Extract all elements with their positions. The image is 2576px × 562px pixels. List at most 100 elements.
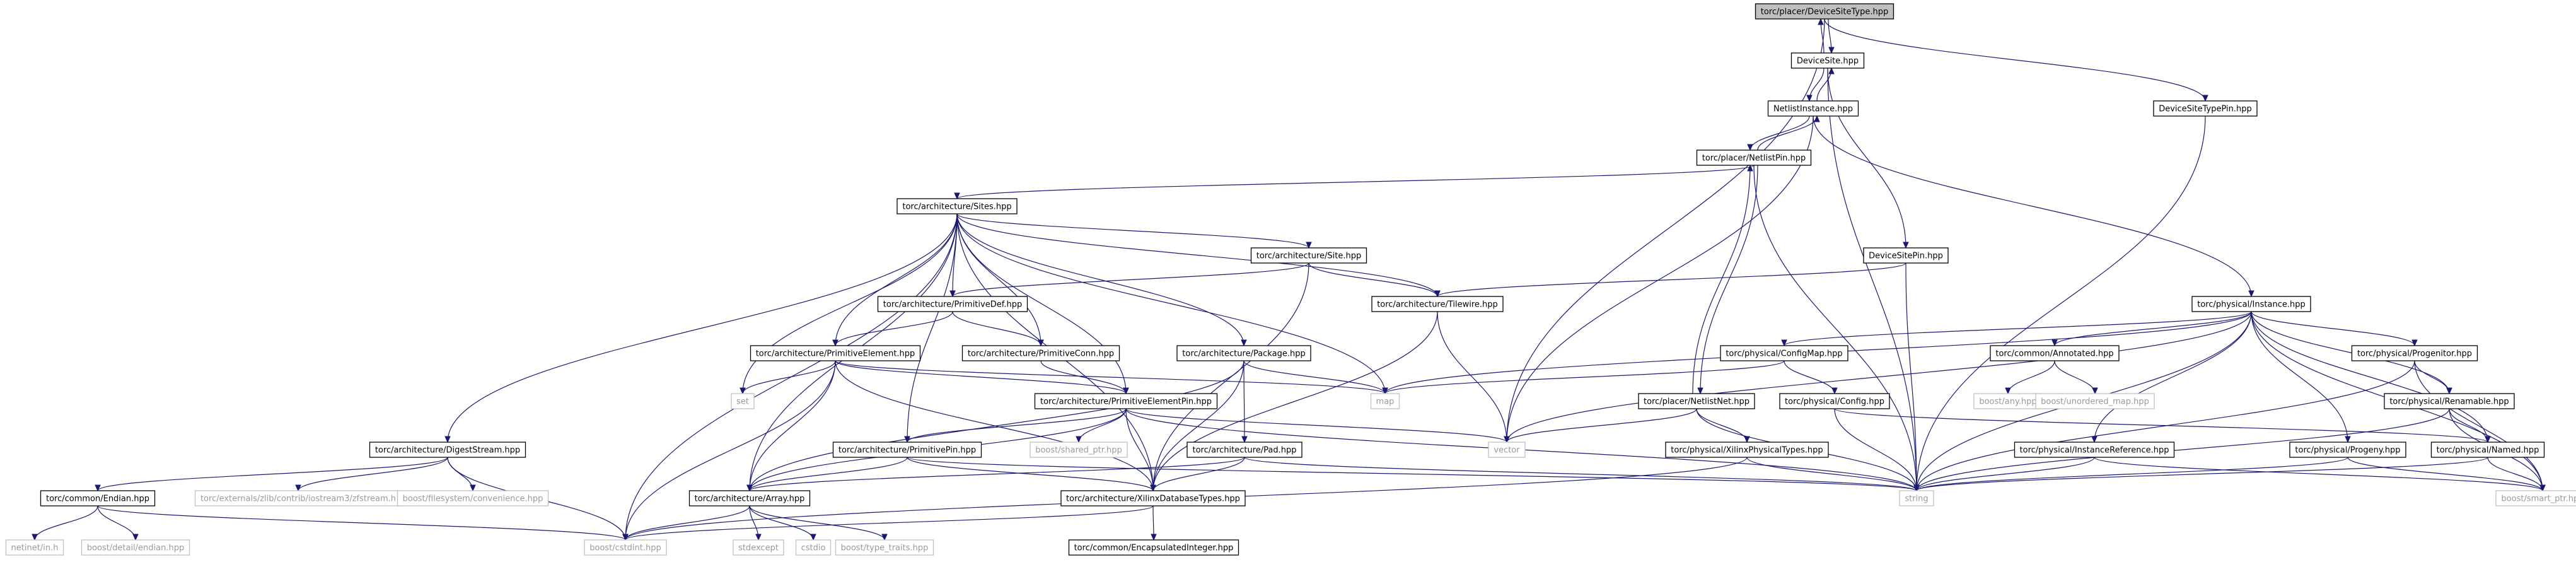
node-ni: NetlistInstance.hpp [1767,100,1859,117]
edge-pkg-to-map [1243,360,1386,394]
node-label: torc/architecture/PrimitiveDef.hpp [883,300,1022,310]
edge-np-to-sites [956,165,1755,199]
node-box [1186,442,1303,458]
edge-sites-to-pkg [956,213,1244,346]
node-box [584,539,667,556]
edge-arrowhead [1806,95,1813,102]
node-pel: torc/architecture/PrimitiveElement.hpp [750,345,921,361]
edge-ds-to-dsp [1827,67,1906,249]
node-label: torc/physical/Progenitor.hpp [2357,349,2472,359]
edge-pinst-to-vector [1506,311,2252,443]
edge-arrowhead [1828,47,1835,54]
node-pconn: torc/architecture/PrimitiveConn.hpp [961,345,1120,361]
edge-arrowhead [2092,387,2098,395]
edge-renam-to-named [2449,408,2488,443]
node-xdt: torc/architecture/XilinxDatabaseTypes.hp… [1060,490,1246,506]
edge-arrowhead [1747,164,1753,172]
edge-arrowhead [1076,436,1082,443]
edge-array-to-bcst [625,505,750,541]
node-box [896,198,1018,214]
node-box [2495,490,2576,506]
node-renam: torc/physical/Renamable.hpp [2384,393,2515,409]
edge-np-to-string [1753,165,1917,491]
edge-pel-to-pelp [835,360,1127,394]
edge-renam-to-string [1916,408,2450,491]
node-label: cstdio [801,544,826,553]
edge-dst-to-dstp [1824,18,2206,102]
node-label: torc/physical/Renamable.hpp [2389,397,2509,407]
node-annot: torc/common/Annotated.hpp [1990,345,2120,361]
edge-ppin-to-xdt [907,457,1154,491]
edge-sites-to-pel [835,213,958,346]
edge-array-to-cstdio [749,505,814,541]
node-label: vector [1494,446,1520,455]
edge-pelp-to-vector [1125,408,1507,443]
node-bfs: boost/filesystem/convenience.hpp [397,490,549,506]
node-set: set [731,393,755,409]
edge-arrowhead [1150,484,1156,492]
edge-ni-to-pinst [1813,115,2252,297]
node-box [1767,100,1859,117]
edge-site-to-pdef [952,262,1309,297]
node-nnet: torc/placer/NetlistNet.hpp [1638,393,1755,409]
node-box [1720,345,1848,361]
edge-dsp-to-string [1905,262,1917,491]
node-box [40,490,156,506]
node-box [750,345,921,361]
node-box [5,539,64,556]
edge-arrowhead [1382,387,1388,395]
node-site: torc/architecture/Site.hpp [1250,247,1367,264]
edge-sites-to-map [956,213,1386,394]
edge-arrowhead [1504,436,1510,443]
node-box [877,296,1028,312]
edge-pel-to-set [742,360,836,394]
edge-pad-to-array [749,457,1245,491]
edge-arrowhead [1241,436,1248,443]
edge-named-to-string [1916,457,2488,491]
edge-pel-to-bcst [625,360,836,541]
edge-arrowhead [444,436,451,443]
edge-cmap-to-map [1384,360,1785,394]
node-box [2430,442,2545,458]
edge-dstream-to-bfs [447,457,473,491]
node-endian: torc/common/Endian.hpp [40,490,156,506]
node-label: boost/cstdint.hpp [589,544,661,553]
edge-arrowhead [1151,534,1157,541]
edge-pad-to-xdt [1152,457,1245,491]
edge-progeny-to-bsmart [2347,457,2543,491]
node-box [1371,296,1504,312]
edge-arrowhead [2091,436,2097,443]
edge-arrowhead [2411,339,2418,347]
node-tw: torc/architecture/Tilewire.hpp [1371,296,1504,312]
node-box [688,490,811,506]
node-vector: vector [1488,442,1526,458]
edge-xdt-to-bcst [625,505,1154,541]
node-label: torc/physical/Config.hpp [1785,397,1884,407]
edge-iref-to-bsmart [2094,457,2543,491]
edge-np-to-nnet [1700,165,1758,394]
node-box [1899,490,1934,506]
node-label: boost/shared_ptr.hpp [1035,446,1122,455]
edge-pinst-to-progen [2251,311,2415,346]
node-pinst: torc/physical/Instance.hpp [2191,296,2311,312]
node-label: torc/placer/DeviceSiteType.hpp [1761,8,1889,17]
edge-nnet-to-vector [1506,408,1697,443]
edge-arrowhead [2005,387,2011,395]
edge-progen-to-bsmart [2414,360,2543,491]
node-label: boost/any.hpp [1979,397,2036,407]
node-label: DeviceSite.hpp [1797,57,1859,66]
node-label: torc/architecture/Package.hpp [1182,349,1305,359]
node-box [1488,442,1526,458]
edge-pelp-to-ppin [907,408,1127,443]
node-bany: boost/any.hpp [1973,393,2043,409]
edge-arrowhead [1697,387,1703,395]
node-config: torc/physical/Config.hpp [1779,393,1890,409]
edge-arrowhead [1814,115,1820,122]
edge-nnet-to-np [1692,165,1751,394]
edge-arrowhead [1831,387,1838,395]
node-label: torc/common/Endian.hpp [46,495,149,504]
edge-pelp-to-bsp [1078,408,1127,443]
edge-sites-to-site [956,213,1309,249]
node-label: torc/architecture/Array.hpp [695,495,805,504]
